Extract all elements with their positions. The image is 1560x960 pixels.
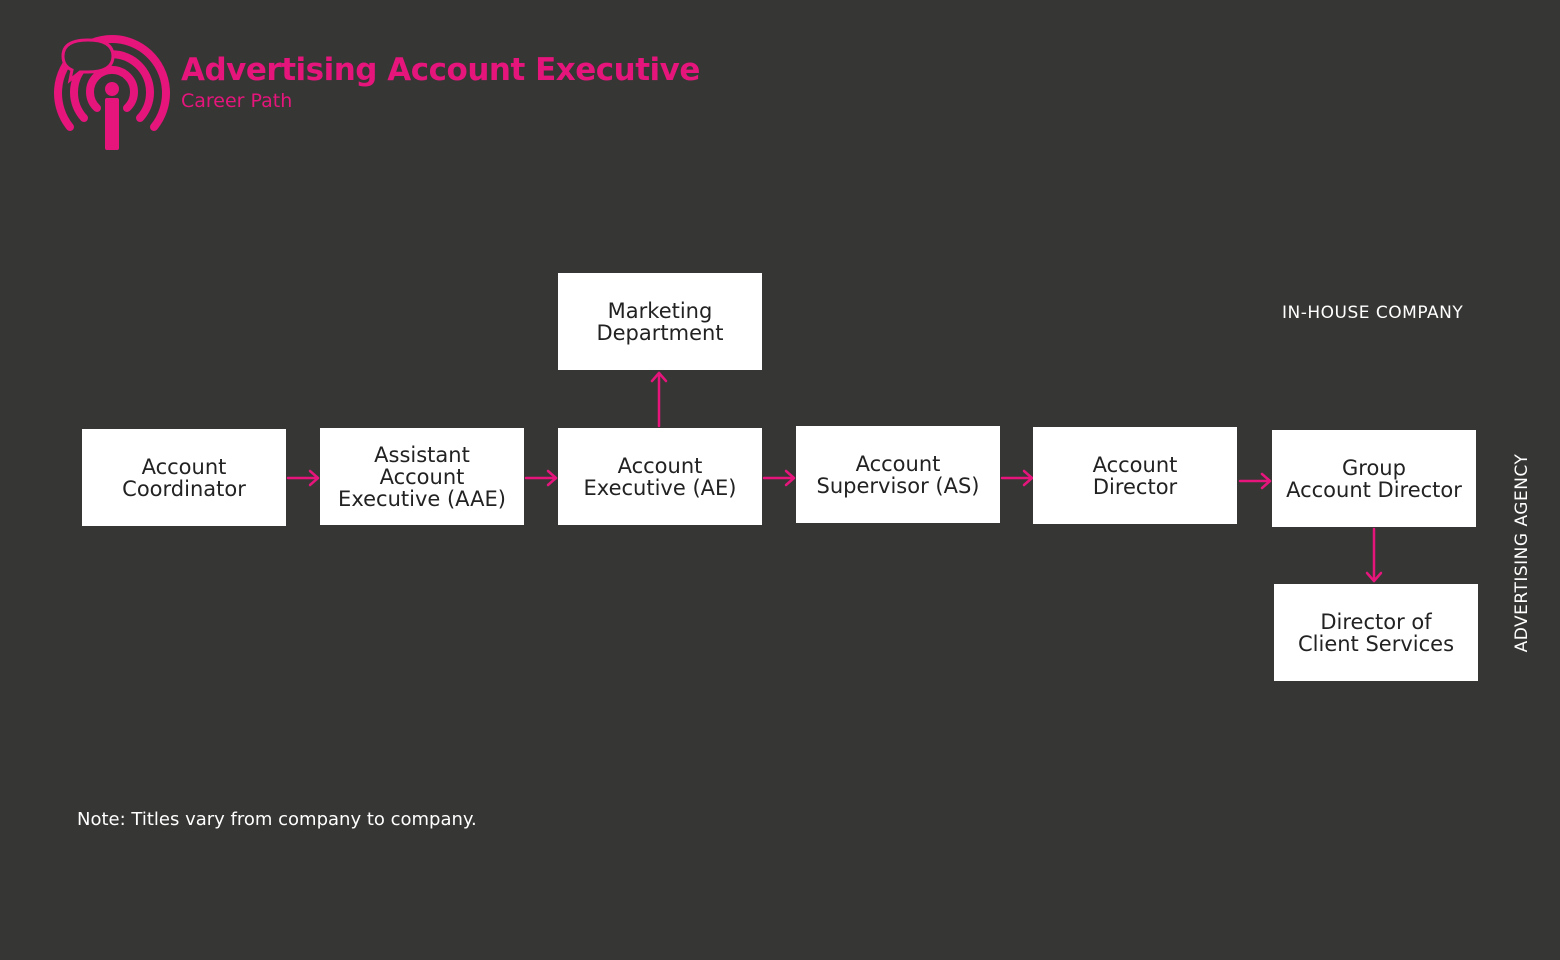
node-assistant-account-executive: Assistant Account Executive (AAE) [320, 428, 524, 525]
in-house-company-label: IN-HOUSE COMPANY [1282, 303, 1464, 323]
node-account-director: Account Director [1033, 427, 1237, 524]
arrow-supervisor-to-director [1000, 469, 1034, 487]
arrow-director-to-group-director [1238, 472, 1272, 490]
footnote: Note: Titles vary from company to compan… [77, 809, 477, 830]
page-title: Advertising Account Executive [181, 52, 700, 88]
career-path-logo-icon [54, 35, 170, 150]
page-subtitle: Career Path [181, 90, 293, 112]
node-director-client-services: Director of Client Services [1274, 584, 1478, 681]
arrow-coordinator-to-aae [286, 469, 320, 487]
node-account-supervisor: Account Supervisor (AS) [796, 426, 1000, 523]
node-marketing-department: Marketing Department [558, 273, 762, 370]
arrow-aae-to-ae [524, 469, 558, 487]
arrow-ae-to-supervisor [762, 469, 796, 487]
advertising-agency-label: ADVERTISING AGENCY [1512, 453, 1532, 653]
arrow-ae-to-marketing [650, 371, 668, 428]
node-account-executive: Account Executive (AE) [558, 428, 762, 525]
node-group-account-director: Group Account Director [1272, 430, 1476, 527]
arrow-group-director-to-client-services [1365, 527, 1383, 583]
node-account-coordinator: Account Coordinator [82, 429, 286, 526]
